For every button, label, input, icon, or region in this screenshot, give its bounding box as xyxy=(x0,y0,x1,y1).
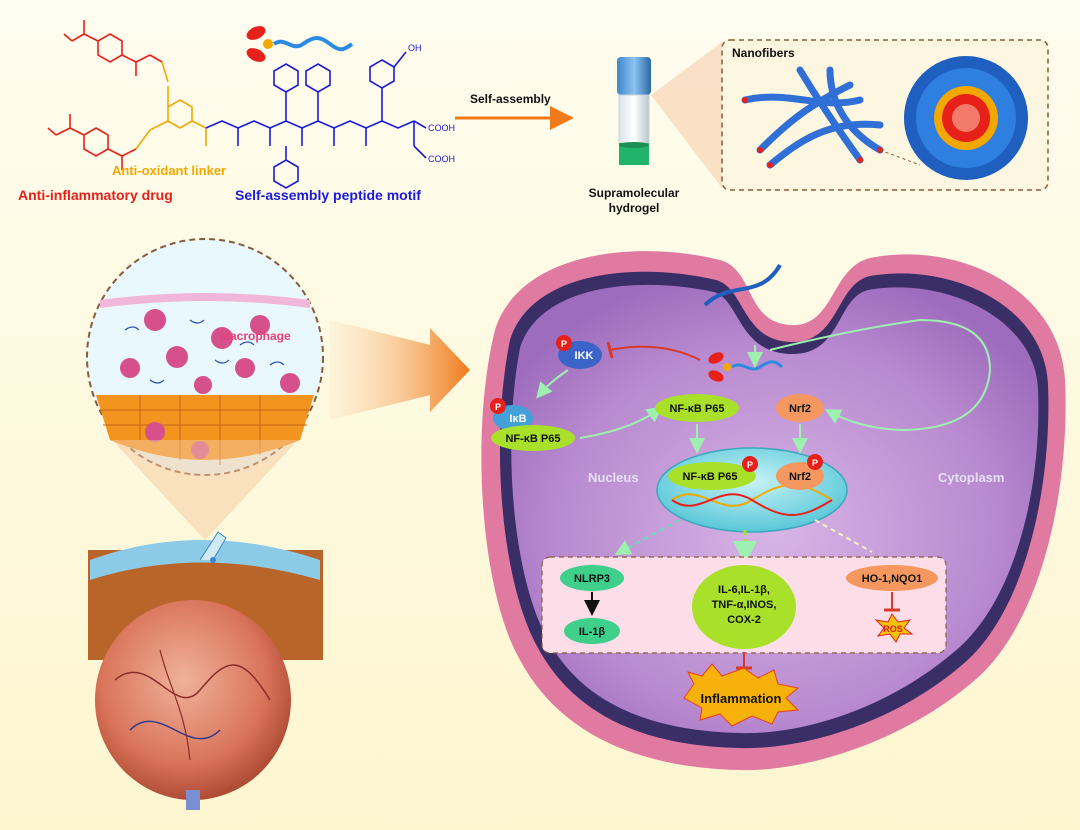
ikk-label: IKK xyxy=(575,350,594,362)
hydrogel-fiber-entering xyxy=(703,263,782,307)
cytokines-node xyxy=(692,565,796,649)
nfkb-free-node xyxy=(655,394,739,422)
drug-moiety-top xyxy=(63,20,163,76)
drug-moiety-bottom xyxy=(47,114,137,170)
ho1-node xyxy=(846,565,938,591)
nrf2-node xyxy=(776,394,824,422)
macrophage-label: Macrophage xyxy=(220,329,291,343)
nlrp3-label: NLRP3 xyxy=(574,573,610,585)
ikk-phospho-mark: P xyxy=(561,339,567,349)
arrow-drug-to-nrf2 xyxy=(769,318,992,432)
zoom-cone xyxy=(112,440,298,540)
drug-label: Anti-inflammatory drug xyxy=(18,187,173,203)
nrf2-nuclear-phospho-mark: P xyxy=(812,458,818,468)
ros-burst xyxy=(874,613,914,643)
self-assembly-label: Self-assembly xyxy=(470,92,551,106)
ikb-phospho-mark: P xyxy=(495,402,501,412)
molecule-atom-labels: OH COOH COOH xyxy=(408,43,455,164)
oh-label: OH xyxy=(408,43,422,53)
cooh-top-label: COOH xyxy=(428,123,455,133)
arrow-to-nlrp3 xyxy=(614,519,681,555)
eye-illustration xyxy=(88,531,323,810)
molecule-structure xyxy=(47,20,427,189)
nanofiber-bundle xyxy=(741,66,884,169)
ikk-node xyxy=(556,335,602,369)
nanofibers-label: Nanofibers xyxy=(732,46,795,60)
hydrogel-label-line2: hydrogel xyxy=(609,201,660,215)
nfkb-complex-label: NF-κB P65 xyxy=(505,433,560,445)
ho1-label: HO-1,NQO1 xyxy=(862,573,923,585)
ikk-inhibition-bar xyxy=(606,341,614,359)
il1b-node xyxy=(564,618,620,644)
hydrogel-vial xyxy=(617,57,651,165)
nfkb-free-label: NF-κB P65 xyxy=(669,403,724,415)
arrow-complex-to-nfkb xyxy=(579,406,663,439)
arrow-ikk-to-ikb xyxy=(536,369,569,399)
nfkb-nuclear-phospho-mark: P xyxy=(747,460,753,470)
nrf2-nuclear-phospho xyxy=(807,454,823,470)
nucleus-label: Nucleus xyxy=(588,470,639,485)
inflammation-burst xyxy=(683,663,800,727)
tissue-to-cell-arrow xyxy=(330,320,470,420)
il1b-label: IL-1β xyxy=(579,626,606,638)
nfkb-nuclear-phospho xyxy=(742,456,758,472)
nfkb-nuclear-label: NF-κB P65 xyxy=(682,471,737,483)
cytokines-line2: TNF-α,INOS, xyxy=(712,599,777,611)
zoom-line xyxy=(879,149,921,166)
ikb-nfkb-complex xyxy=(490,398,575,451)
tissue-zoom xyxy=(86,238,324,476)
arrow-to-ho1 xyxy=(814,519,873,553)
cytoplasm-label: Cytoplasm xyxy=(938,470,1004,485)
molecule-icon xyxy=(246,26,354,62)
peptide-label: Self-assembly peptide motif xyxy=(235,187,421,203)
nfkb-nuclear-node xyxy=(668,462,756,490)
ikb-label: IκB xyxy=(509,413,526,425)
ros-label: ROS xyxy=(883,624,903,634)
linker-label: Anti-oxidant linker xyxy=(112,163,226,178)
micelle xyxy=(904,56,1028,180)
cytokines-line3: COX-2 xyxy=(727,614,761,626)
cytokines-line1: IL-6,IL-1β, xyxy=(718,584,770,596)
linker-moiety xyxy=(135,61,207,150)
zoom-wedge xyxy=(651,42,722,188)
nrf2-nuclear-label: Nrf2 xyxy=(789,471,811,483)
ikk-inhibition-line xyxy=(609,345,701,361)
peptide-moiety xyxy=(205,51,427,189)
cooh-bottom-label: COOH xyxy=(428,154,455,164)
nrf2-label: Nrf2 xyxy=(789,403,811,415)
nlrp3-node xyxy=(560,565,624,591)
hydrogel-label-line1: Supramolecular xyxy=(589,186,680,200)
inflammation-label: Inflammation xyxy=(701,691,782,706)
